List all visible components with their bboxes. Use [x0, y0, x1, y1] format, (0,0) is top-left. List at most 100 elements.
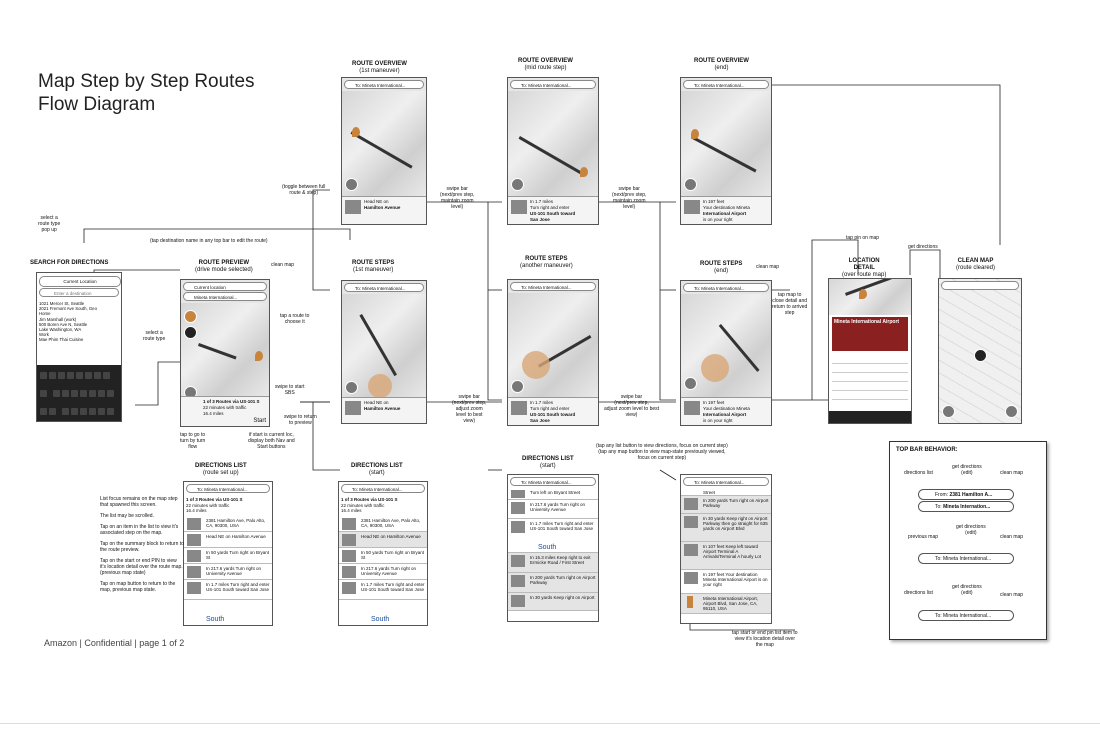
list-item[interactable]: In 1.7 miles Turn right and enter US-101… — [184, 580, 272, 600]
start-button[interactable]: Start — [253, 418, 266, 424]
list-item[interactable]: In 30 yards Keep right on Airport Parkwa… — [681, 514, 771, 542]
pin-icon[interactable] — [691, 129, 699, 139]
route-summary[interactable]: 1 of 3 Routes via US-101 S 22 minutes wi… — [181, 396, 269, 426]
map-area[interactable] — [829, 279, 911, 315]
map-area[interactable] — [508, 293, 598, 397]
map-area[interactable] — [508, 91, 598, 196]
current-location-bar[interactable]: Current location — [183, 282, 267, 291]
list-icon[interactable] — [511, 380, 524, 393]
result-item[interactable]: Lake Washington, WA — [39, 327, 82, 333]
destination-bar[interactable]: Mineta International... — [183, 292, 267, 301]
list-item[interactable]: Turn left on Bryant Street — [508, 488, 598, 500]
list-icon[interactable] — [345, 381, 358, 394]
list-item[interactable]: In 200 yards Turn right on Airport Parkw… — [681, 496, 771, 514]
pin-icon[interactable] — [859, 289, 867, 299]
map-area[interactable] — [342, 91, 426, 196]
map-icon[interactable] — [1005, 405, 1018, 418]
list-icon[interactable] — [345, 178, 358, 191]
destination-bar[interactable]: To: Mineta International... — [341, 484, 425, 493]
note-swipe-return: swipe to return to preview — [284, 414, 317, 426]
footer: Amazon | Confidential | page 1 of 2 — [44, 638, 185, 648]
walk-icon[interactable] — [184, 326, 197, 339]
destination-bar[interactable]: To: Mineta International... — [683, 283, 769, 292]
list-item[interactable]: In 197 feet Your destination Mineta Inte… — [681, 570, 771, 594]
car-icon[interactable] — [184, 310, 197, 323]
result-item[interactable]: 2021 Fremont Ave South, Geo — [39, 306, 97, 312]
list-item[interactable]: In 50 yards Turn right on Bryant St — [184, 548, 272, 564]
route-summary[interactable]: 1 of 3 Routes via US-101 S 22 minutes wi… — [339, 495, 427, 517]
to-bar[interactable]: To: Mineta International... — [918, 553, 1014, 564]
from-bar[interactable]: From: 2381 Hamilton A... — [918, 489, 1014, 500]
to-bar[interactable]: To: Mineta International... — [918, 610, 1014, 621]
list-item[interactable]: In 1.7 miles Turn right and enter US-101… — [508, 519, 598, 553]
route-summary[interactable]: 1 of 3 Routes via US-101 S 22 minutes wi… — [184, 495, 272, 517]
map-area[interactable] — [342, 294, 426, 398]
destination-bar[interactable]: To: Mineta International... — [510, 80, 596, 89]
note-tap-dest: (tap destination name in any top bar to … — [150, 238, 268, 244]
list-item[interactable]: 2381 Hamilton Ave, Palo Alto, CA, 90300,… — [184, 516, 272, 532]
destination-bar[interactable]: To: Mineta International... — [344, 283, 424, 292]
pin-icon[interactable] — [580, 167, 588, 177]
list-icon[interactable] — [684, 377, 697, 390]
list-item[interactable]: In 200 yards Turn right on Airport Parkw… — [508, 573, 598, 593]
search-title: SEARCH FOR DIRECTIONS — [30, 260, 109, 266]
keyboard[interactable] — [37, 365, 121, 421]
result-item[interactable]: Home — [39, 311, 51, 317]
list-item[interactable]: Head NE on Hamilton Avenue — [339, 532, 427, 548]
search-bar[interactable] — [941, 281, 1019, 290]
list-icon[interactable] — [511, 178, 524, 191]
destination-bar[interactable]: To: Mineta International... — [186, 484, 270, 493]
route-preview-title: ROUTE PREVIEW(drive mode selected) — [195, 260, 253, 273]
list-item[interactable]: In 217.6 yards Turn right on University … — [184, 564, 272, 580]
ro1-title: ROUTE OVERVIEW(1st maneuver) — [352, 61, 407, 74]
list-item[interactable]: In 217.6 yards Turn right on University … — [508, 500, 598, 519]
note-swipe-start: swipe to start SBS — [275, 384, 305, 396]
list-item[interactable]: In 107 feet Keep left toward Airport Ter… — [681, 542, 771, 570]
list-item[interactable]: In 50 yards Turn right on Bryant St — [339, 548, 427, 564]
list-icon[interactable] — [684, 178, 697, 191]
list-item[interactable]: In 1.7 miles Turn right and enter US-101… — [339, 580, 427, 600]
result-item[interactable]: Work — [39, 332, 49, 338]
current-location-field[interactable]: Current Location — [39, 276, 121, 287]
list-item[interactable]: In 15.3 miles Keep right to exit Ermicke… — [508, 553, 598, 573]
destination-bar[interactable]: To: Mineta International... — [510, 477, 596, 486]
to-bar[interactable]: To: Mineta Internation... — [918, 501, 1014, 512]
note-clean-map1: clean map — [271, 262, 295, 268]
result-item[interactable]: 1021 Mercer St, Seattle — [39, 301, 85, 306]
destination-input[interactable]: Enter a destination — [39, 288, 119, 297]
result-item[interactable]: Mae Phim Thai Cuisine — [39, 337, 84, 343]
pin-icon[interactable] — [352, 127, 360, 137]
result-item[interactable]: 500 Boren Ave N, Seattle — [39, 321, 88, 327]
list-item[interactable]: In 217.6 yards Turn right on University … — [339, 564, 427, 580]
destination-bar[interactable]: To: Mineta International... — [510, 282, 596, 291]
list-item[interactable]: 2381 Hamilton Ave, Palo Alto, CA, 90300,… — [339, 516, 427, 532]
walk-icon[interactable] — [974, 349, 987, 362]
note-swipe4: swipe bar (next/prev step, adjust zoom l… — [604, 394, 660, 418]
pin-icon[interactable] — [255, 351, 263, 361]
location-highlight — [368, 374, 392, 398]
list-item[interactable]: In 30 yards Keep right on Airport — [508, 593, 598, 611]
note-tap-route: tap a route to choose it — [280, 313, 310, 325]
destination-bar[interactable]: To: Mineta International... — [683, 477, 769, 486]
list-item[interactable]: Street — [681, 488, 771, 496]
map-area[interactable] — [681, 91, 771, 196]
note-tap-pin: tap pin on map — [846, 235, 880, 241]
result-item[interactable]: Jim Marshall (work) — [39, 316, 77, 322]
destination-bar[interactable]: To: Mineta International... — [344, 80, 424, 89]
list-item[interactable]: Head NE on Hamilton Avenue — [184, 532, 272, 548]
bottom-toolbar[interactable] — [829, 411, 911, 423]
clean-map-title: CLEAN MAP(route cleared) — [956, 258, 996, 271]
list-item[interactable]: Mineta International Airport, Airport Bl… — [681, 594, 771, 614]
top-bar-behavior-panel: TOP BAR BEHAVIOR: directions list get di… — [889, 441, 1047, 640]
destination-bar[interactable]: To: Mineta International... — [683, 80, 769, 89]
list-icon[interactable] — [942, 405, 955, 418]
